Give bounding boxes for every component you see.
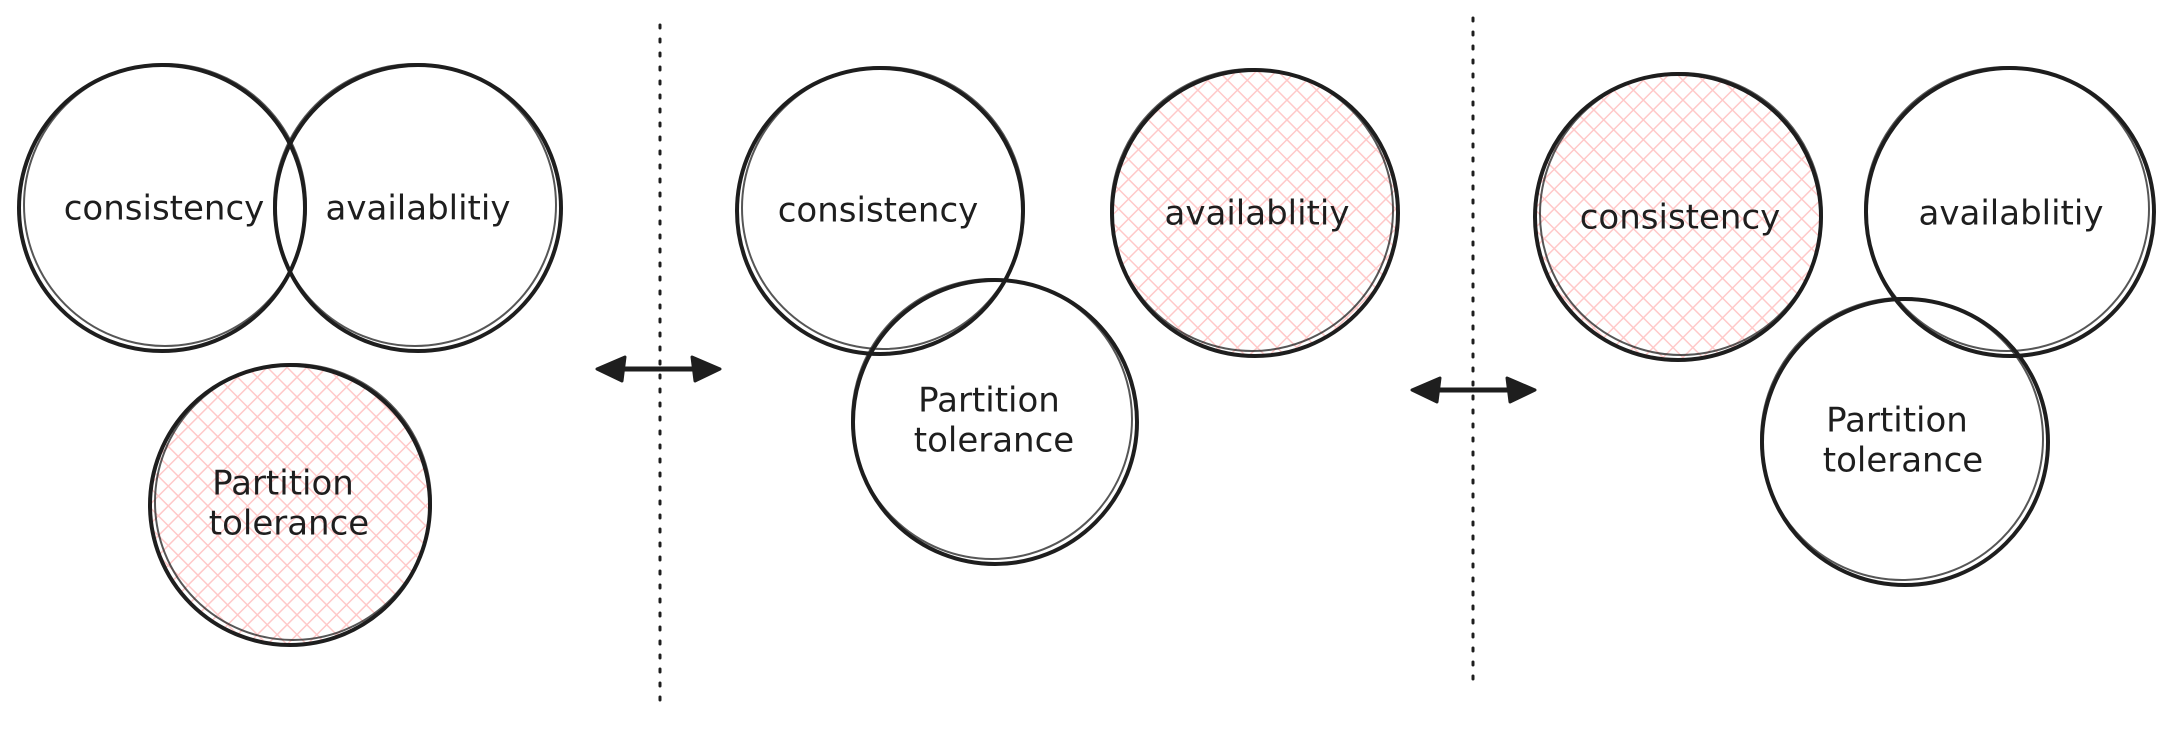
partition-tolerance-label-line2: tolerance (209, 504, 369, 544)
consistency-label: consistency (1580, 198, 1781, 238)
panel-cp: consistency availablitiy Partition toler… (735, 66, 1400, 566)
availability-label: availablitiy (326, 189, 511, 229)
panel-ap: consistency availablitiy Partition toler… (1533, 66, 2156, 587)
panel-ca: consistency availablitiy Partition toler… (17, 63, 563, 647)
double-arrow-right (1410, 376, 1537, 404)
double-arrow-left (595, 355, 722, 383)
consistency-fill (1535, 74, 1821, 360)
partition-tolerance-label-line1: Partition (918, 381, 1060, 421)
partition-tolerance-label-line1: Partition (212, 464, 354, 504)
consistency-label: consistency (778, 191, 979, 231)
consistency-label: consistency (64, 189, 265, 229)
partition-tolerance-label-line2: tolerance (1823, 441, 1983, 481)
partition-tolerance-fill (150, 365, 430, 645)
availability-label: availablitiy (1165, 194, 1350, 234)
partition-tolerance-label-line1: Partition (1826, 401, 1968, 441)
availability-label: availablitiy (1919, 194, 2104, 234)
availability-fill (1112, 70, 1398, 356)
partition-tolerance-label-line2: tolerance (914, 421, 1074, 461)
